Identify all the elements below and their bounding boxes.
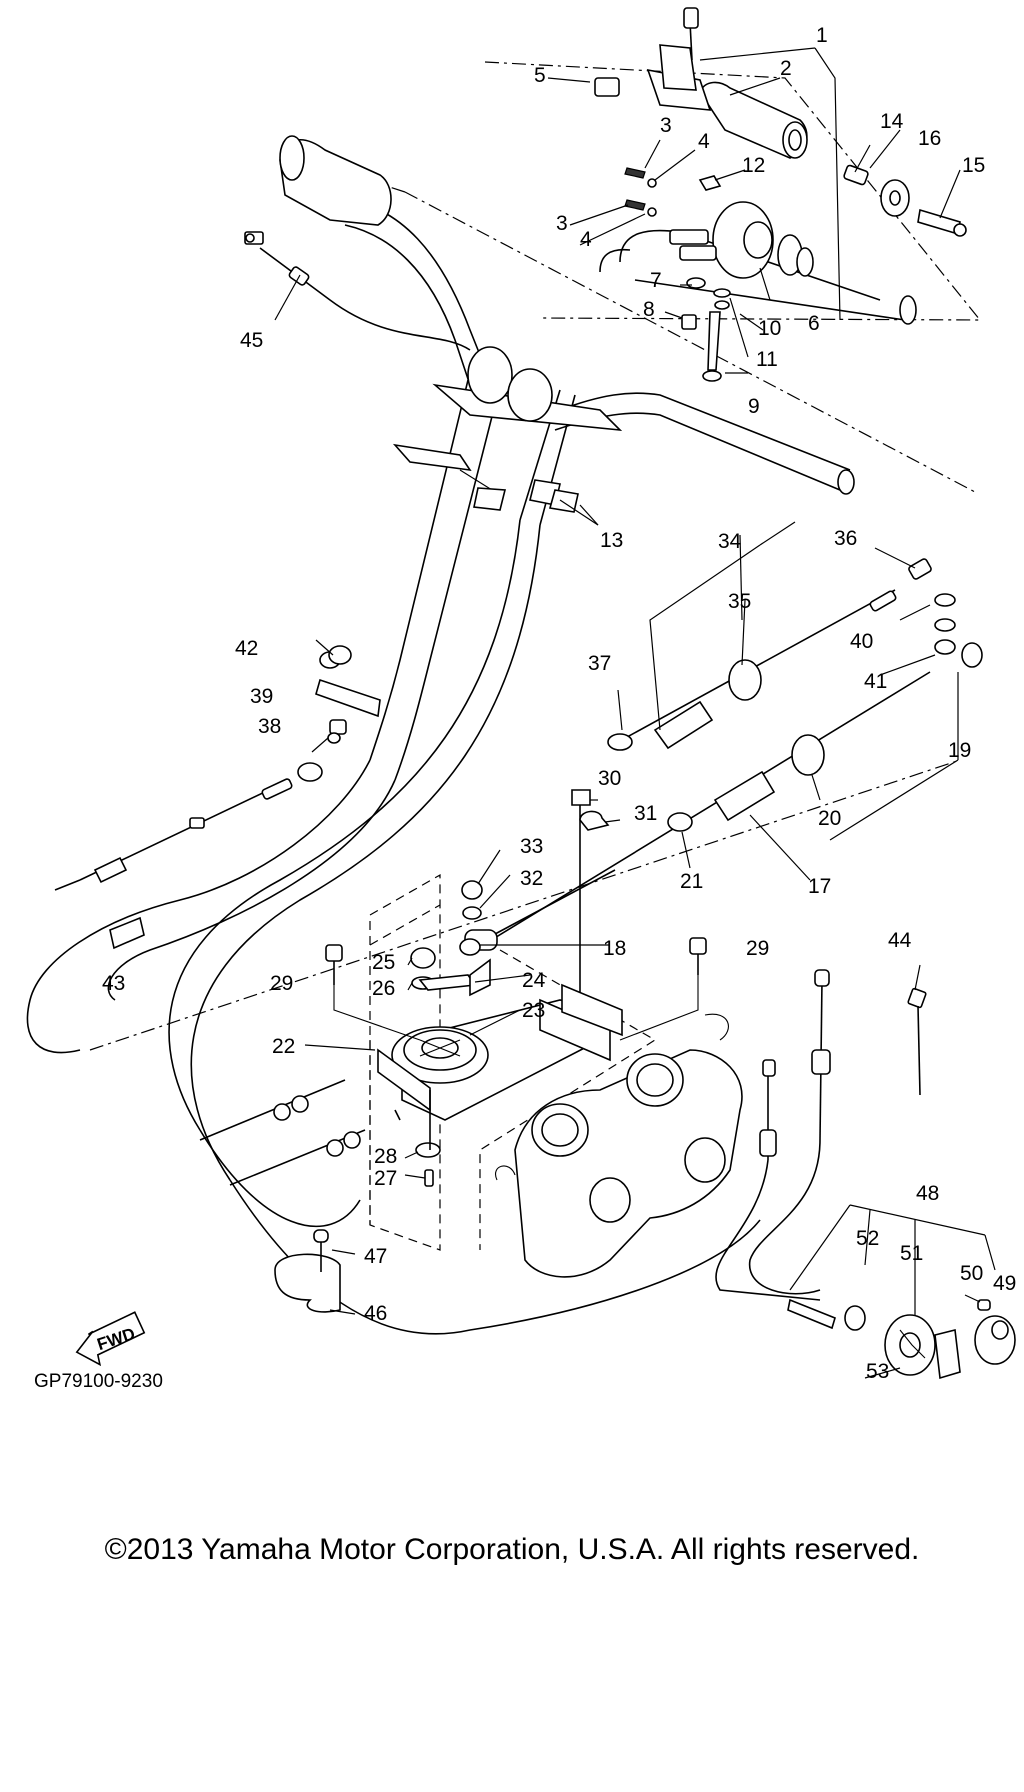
callout-52: 52 — [856, 1227, 879, 1250]
forward-arrow-icon — [75, 1311, 146, 1367]
callout-32: 32 — [520, 867, 543, 890]
callout-38: 38 — [258, 715, 281, 738]
callout-14: 14 — [880, 110, 904, 133]
callout-34: 34 — [718, 530, 742, 553]
callout-22: 22 — [272, 1035, 295, 1058]
callout-28: 28 — [374, 1145, 397, 1168]
callout-4b: 4 — [580, 228, 592, 251]
callout-35: 35 — [728, 590, 751, 613]
callout-10: 10 — [758, 317, 781, 340]
callout-43: 43 — [102, 972, 125, 995]
callout-49: 49 — [993, 1272, 1016, 1295]
callout-51: 51 — [900, 1242, 923, 1265]
callout-1: 1 — [816, 24, 828, 47]
callout-46: 46 — [364, 1302, 387, 1325]
callout-50: 50 — [960, 1262, 983, 1285]
callout-41: 41 — [864, 670, 887, 693]
callout-44: 44 — [888, 929, 912, 952]
callout-33: 33 — [520, 835, 543, 858]
callout-3a: 3 — [660, 114, 672, 137]
callout-18: 18 — [603, 937, 626, 960]
callout-37: 37 — [588, 652, 611, 675]
callout-12: 12 — [742, 154, 765, 177]
callout-29a: 29 — [270, 972, 293, 995]
diagram-code: GP79100-9230 — [34, 1371, 163, 1392]
callout-25: 25 — [372, 951, 395, 974]
callout-53: 53 — [866, 1360, 889, 1383]
callout-8: 8 — [643, 298, 655, 321]
callout-16: 16 — [918, 127, 941, 150]
callout-29b: 29 — [746, 937, 769, 960]
callout-40: 40 — [850, 630, 873, 653]
cable-assembly — [26, 519, 983, 1335]
callout-21: 21 — [680, 870, 703, 893]
callout-45: 45 — [240, 329, 263, 352]
callout-47: 47 — [364, 1245, 387, 1268]
callout-19: 19 — [948, 739, 971, 762]
callout-30: 30 — [598, 767, 621, 790]
callout-9: 9 — [748, 395, 760, 418]
callout-48: 48 — [916, 1182, 939, 1205]
callout-31: 31 — [634, 802, 657, 825]
handlebar-assembly — [244, 7, 982, 781]
callout-11: 11 — [756, 348, 778, 371]
callout-39: 39 — [250, 685, 273, 708]
callout-27: 27 — [374, 1167, 397, 1190]
callout-2: 2 — [780, 57, 792, 80]
callout-6: 6 — [808, 312, 820, 335]
callout-36: 36 — [834, 527, 857, 550]
callout-26: 26 — [372, 977, 395, 1000]
carburetor-bracket — [75, 789, 1016, 1380]
callout-5: 5 — [534, 64, 546, 87]
callout-20: 20 — [818, 807, 841, 830]
callout-13: 13 — [600, 529, 623, 552]
callout-7: 7 — [650, 269, 662, 292]
callout-3b: 3 — [556, 212, 568, 235]
callout-42: 42 — [235, 637, 258, 660]
callout-4a: 4 — [698, 130, 710, 153]
callout-15: 15 — [962, 154, 985, 177]
callout-23: 23 — [522, 999, 545, 1022]
callout-labels: 1 2 3 3 4 4 5 6 7 8 9 10 11 12 13 14 15 … — [34, 24, 1016, 1392]
copyright-notice: ©2013 Yamaha Motor Corporation, U.S.A. A… — [104, 1533, 920, 1566]
callout-24: 24 — [522, 969, 546, 992]
callout-17: 17 — [808, 875, 831, 898]
